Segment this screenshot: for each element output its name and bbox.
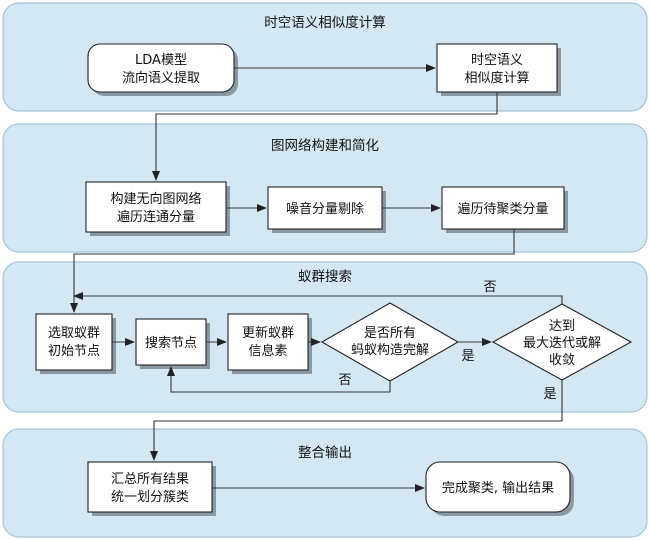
edge-label-d2-yes: 是: [543, 387, 556, 402]
arrow-diamond1-no: [167, 366, 391, 393]
box-build-graph: [85, 181, 227, 233]
diamond1-line-2: 蚂蚁构造完解: [351, 343, 429, 358]
arrow-diamond2-no: [73, 292, 563, 304]
finish-text: 完成聚类, 输出结果: [442, 480, 554, 496]
panel-ant-colony: [2, 261, 648, 413]
arrow-traverse-to-select: [70, 229, 515, 313]
lda-line-2: 流向语义提取: [122, 70, 200, 86]
diamond2-line-1: 达到: [549, 319, 575, 334]
traverse-text: 遍历待聚类分量: [457, 201, 548, 217]
box-summary: [87, 461, 213, 513]
diamond1-line-1: 是否所有: [364, 326, 416, 341]
summary-line-2: 统一划分簇类: [111, 490, 189, 505]
update-line-2: 信息素: [248, 343, 287, 359]
build-line-2: 遍历连通分量: [117, 209, 195, 225]
diamond2-line-3: 收敛: [549, 352, 575, 368]
search-text: 搜索节点: [145, 336, 197, 351]
noise-text: 噪音分量剔除: [286, 201, 364, 217]
select-line-2: 初始节点: [48, 344, 100, 359]
panel-title-output: 整合输出: [298, 445, 352, 461]
panel-title-similarity: 时空语义相似度计算: [264, 15, 386, 31]
edge-label-d2-no: 否: [483, 280, 496, 295]
lda-line-1: LDA模型: [135, 53, 187, 68]
summary-line-1: 汇总所有结果: [111, 472, 189, 487]
edge-label-d1-no: 否: [338, 373, 351, 388]
box-noise-removal: [267, 186, 383, 230]
edge-label-d1-yes: 是: [461, 349, 474, 364]
arrow-sim-to-build: [152, 92, 498, 181]
build-line-1: 构建无向图网络: [110, 191, 201, 207]
box-select-initial: [35, 313, 113, 371]
diamond2-line-2: 最大迭代或解: [523, 336, 601, 351]
sim-line-1: 时空语义: [471, 53, 523, 68]
panel-title-graph: 图网络构建和简化: [271, 137, 379, 154]
box-finish: [425, 461, 571, 513]
panel-title-ant-colony: 蚁群搜索: [298, 269, 352, 285]
sim-line-2: 相似度计算: [464, 70, 529, 86]
select-line-1: 选取蚁群: [48, 326, 100, 341]
box-update-pheromone: [227, 313, 309, 371]
arrow-diamond2-yes: [150, 380, 563, 461]
update-line-1: 更新蚁群: [242, 325, 294, 341]
box-similarity-calc: [436, 43, 558, 93]
box-traverse-components: [441, 186, 565, 230]
